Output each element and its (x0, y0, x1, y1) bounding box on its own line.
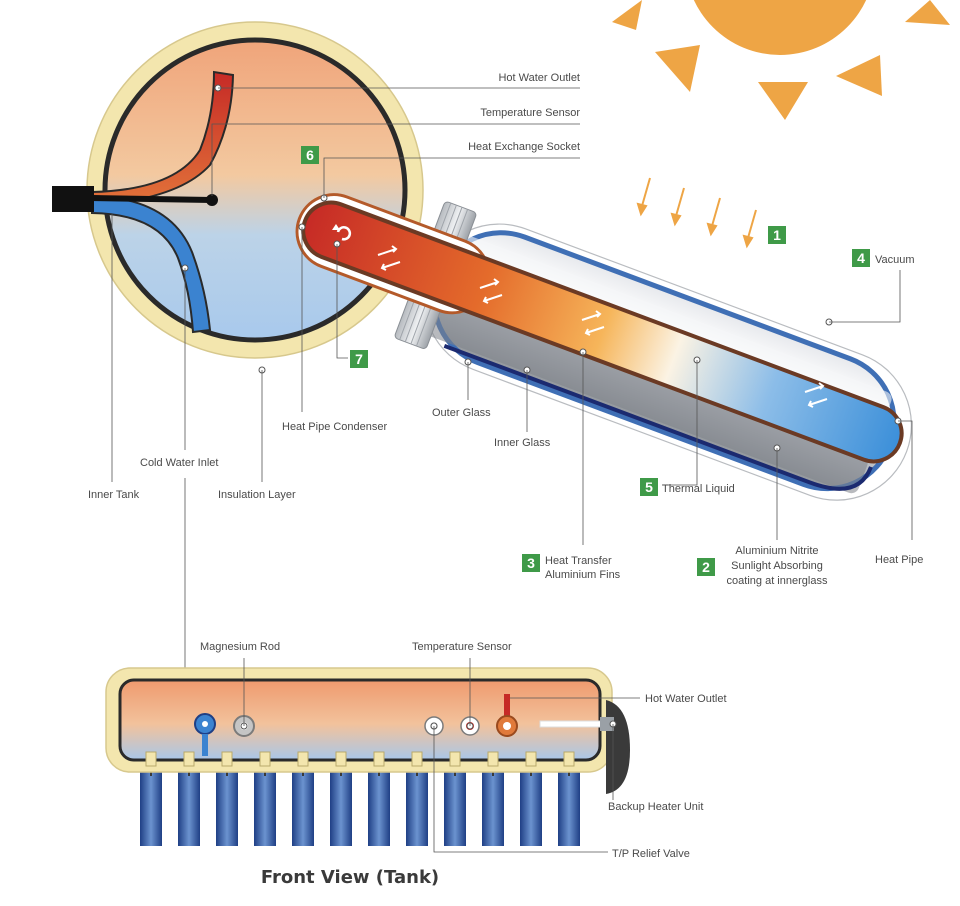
badge-2: 2 (697, 558, 715, 576)
label-backup-heater-unit: Backup Heater Unit (608, 801, 703, 813)
badge-6: 6 (301, 146, 319, 164)
svg-text:2: 2 (702, 559, 710, 575)
label-magnesium-rod: Magnesium Rod (200, 641, 280, 653)
label-vacuum: Vacuum (875, 254, 915, 266)
label-outer-glass: Outer Glass (432, 407, 491, 419)
label-inner-tank: Inner Tank (88, 489, 140, 501)
label-heat-pipe: Heat Pipe (875, 554, 923, 566)
svg-text:4: 4 (857, 250, 865, 266)
svg-text:7: 7 (355, 351, 363, 367)
flow-arrows (377, 245, 828, 408)
label-aluminium-3: coating at innerglass (727, 575, 828, 587)
tank-cross-section (52, 21, 424, 359)
badge-3: 3 (522, 554, 540, 572)
label-aluminium-2: Sunlight Absorbing (731, 560, 823, 572)
sun-icon (612, 0, 950, 120)
heat-pipe (295, 193, 904, 464)
label-insulation-layer: Insulation Layer (218, 489, 296, 501)
label-aluminium-1: Aluminium Nitrite (735, 545, 818, 557)
label-heat-transfer-2: Aluminium Fins (545, 569, 621, 581)
label-tp-relief-valve: T/P Relief Valve (612, 848, 690, 860)
label-hot-water-outlet: Hot Water Outlet (498, 72, 580, 84)
svg-text:5: 5 (645, 479, 653, 495)
badge-5: 5 (640, 478, 658, 496)
leader-lines-front (240, 658, 640, 853)
front-view-title: Front View (Tank) (261, 867, 439, 888)
badge-4: 4 (852, 249, 870, 267)
label-heat-exchange-socket: Heat Exchange Socket (468, 141, 580, 153)
svg-text:3: 3 (527, 555, 535, 571)
label-temperature-sensor-front: Temperature Sensor (412, 641, 512, 653)
sunlight-arrows (636, 177, 757, 249)
label-heat-transfer-1: Heat Transfer (545, 555, 612, 567)
svg-text:6: 6 (306, 147, 314, 163)
label-temperature-sensor: Temperature Sensor (480, 107, 580, 119)
label-hot-water-outlet-front: Hot Water Outlet (645, 693, 727, 705)
badge-1: 1 (768, 226, 786, 244)
label-heat-pipe-condenser: Heat Pipe Condenser (282, 421, 388, 433)
front-view-tank (105, 667, 630, 846)
svg-text:1: 1 (773, 227, 781, 243)
badge-7: 7 (350, 350, 368, 368)
label-inner-glass: Inner Glass (494, 437, 551, 449)
label-thermal-liquid: Thermal Liquid (662, 483, 735, 495)
label-cold-water-inlet: Cold Water Inlet (140, 457, 218, 469)
